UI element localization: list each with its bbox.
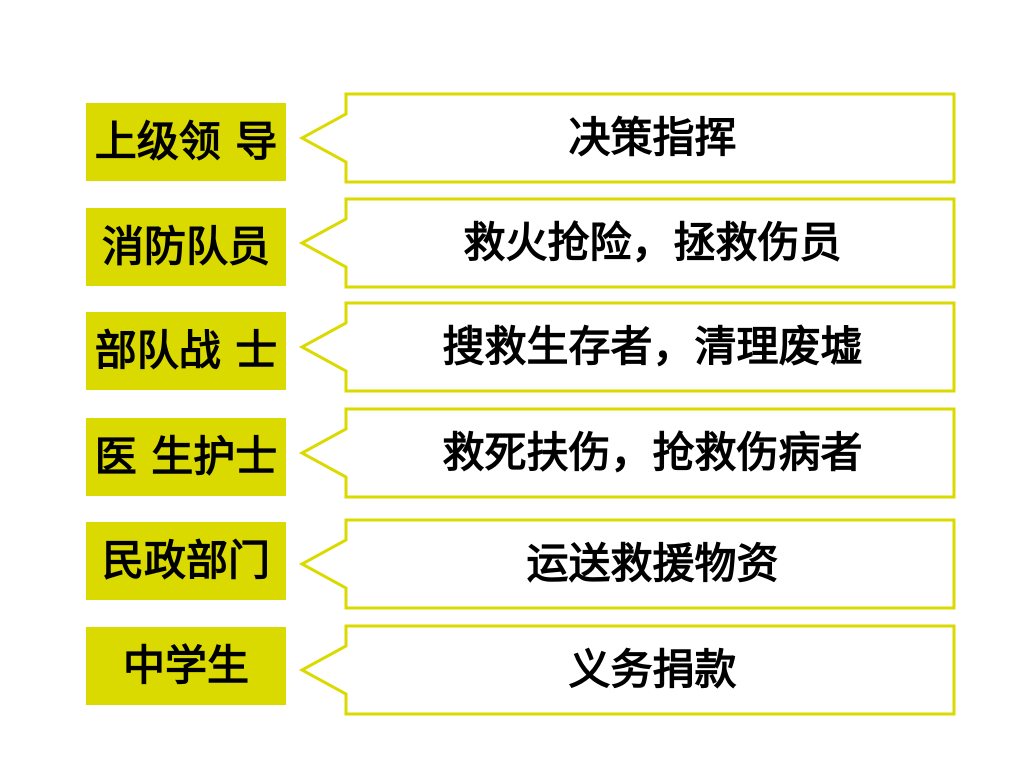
task-text: 运送救援物资	[526, 539, 779, 588]
left-arrow-callout-shape	[298, 92, 956, 184]
left-arrow-callout-shape	[298, 407, 956, 499]
task-callout: 义务捐款	[296, 624, 961, 720]
role-label: 中学生	[86, 627, 286, 705]
left-arrow-callout-shape	[298, 624, 956, 716]
left-arrow-callout-shape	[298, 518, 956, 610]
role-label: 消防队员	[86, 208, 286, 286]
task-text: 救火抢险，拯救伤员	[463, 218, 842, 267]
role-label: 民政部门	[86, 522, 286, 600]
role-label-text: 部队战 士	[94, 326, 278, 375]
role-label-text: 消防队员	[101, 222, 270, 271]
role-label-text: 民政部门	[101, 536, 270, 585]
task-callout: 决策指挥	[296, 92, 961, 188]
role-label: 部队战 士	[86, 312, 286, 390]
task-callout: 运送救援物资	[296, 518, 961, 614]
left-arrow-callout-shape	[298, 301, 956, 393]
role-label: 上级领 导	[86, 103, 286, 181]
task-text: 搜救生存者，清理废墟	[442, 322, 863, 371]
task-text: 义务捐款	[568, 645, 737, 694]
task-text: 决策指挥	[568, 113, 737, 162]
task-callout: 搜救生存者，清理废墟	[296, 301, 961, 397]
task-callout: 救火抢险，拯救伤员	[296, 197, 961, 293]
task-text: 救死扶伤，抢救伤病者	[442, 428, 863, 477]
role-label-text: 上级领 导	[94, 117, 278, 166]
role-label: 医 生护士	[86, 418, 286, 496]
role-label-text: 中学生	[122, 641, 249, 690]
left-arrow-callout-shape	[298, 197, 956, 289]
task-callout: 救死扶伤，抢救伤病者	[296, 407, 961, 503]
role-label-text: 医 生护士	[94, 432, 278, 481]
